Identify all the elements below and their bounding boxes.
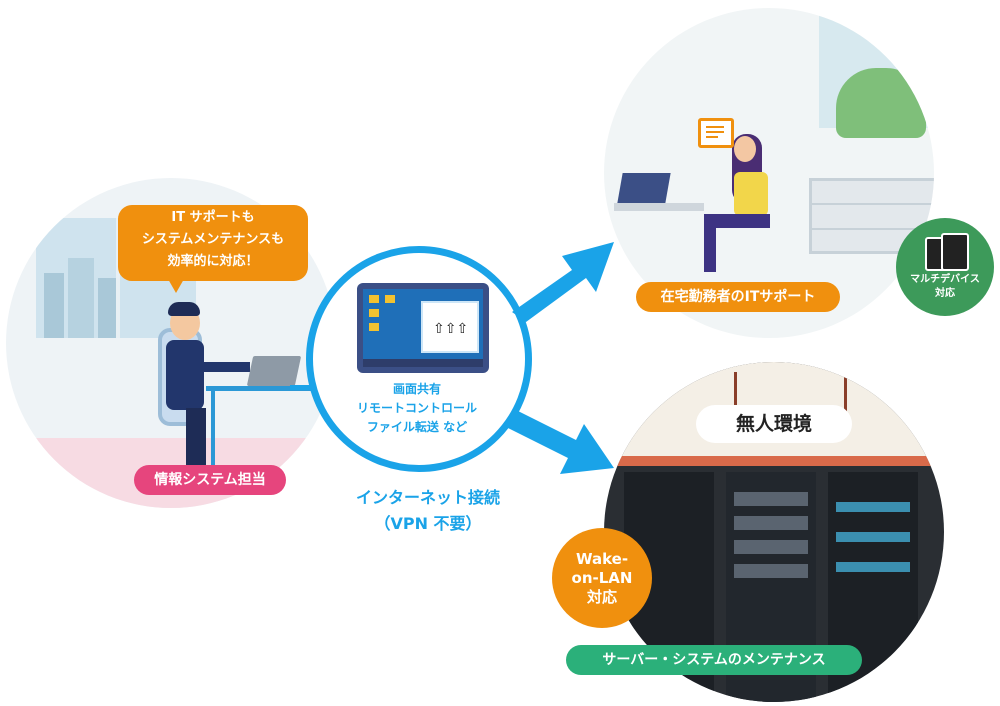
chat-icon [698,118,734,148]
feature-item: リモートコントロール [356,401,477,415]
feature-list: 画面共有 リモートコントロール ファイル転送 など [332,380,502,437]
it-staff-label: 情報システム担当 [134,465,286,495]
plant [836,68,926,138]
multi-device-line: 対応 [935,288,955,299]
feature-item: 画面共有 [392,382,441,396]
server-maintenance-label: サーバー・システムのメンテナンス [566,645,862,675]
wol-line: 対応 [586,587,617,606]
devices-icon [925,233,969,271]
wol-line: Wake- [575,549,629,568]
unmanned-sign: 無人環境 [696,405,852,443]
work-laptop [617,173,671,203]
arrow-up-right [512,242,614,322]
monitor-icon: ⇧⇧⇧ [357,283,489,373]
speech-line: 効率的に対応！ [167,254,259,269]
multi-device-line: マルチデバイス [910,274,980,285]
arrow-down-right [508,410,614,474]
speech-line: IT サポートも [171,210,255,225]
work-desk [614,203,704,211]
desk [206,386,336,391]
connection-label: インターネット接続 （VPN 不要） [318,485,538,537]
remote-worker-label: 在宅勤務者のITサポート [636,282,840,312]
wol-line: on-LAN [571,568,633,587]
speech-bubble: IT サポートも システムメンテナンスも 効率的に対応！ [118,205,308,281]
wake-on-lan-badge: Wake- on-LAN 対応 [552,528,652,628]
it-staff-figure [146,298,276,478]
connector-line [290,385,314,390]
remote-worker-figure [704,128,794,288]
feature-item: ファイル転送 など [366,420,468,434]
speech-line: システムメンテナンスも [141,232,285,247]
connection-line-2: （VPN 不要） [374,514,482,533]
multi-device-badge: マルチデバイス 対応 [896,218,994,316]
connection-line-1: インターネット接続 [355,488,500,507]
